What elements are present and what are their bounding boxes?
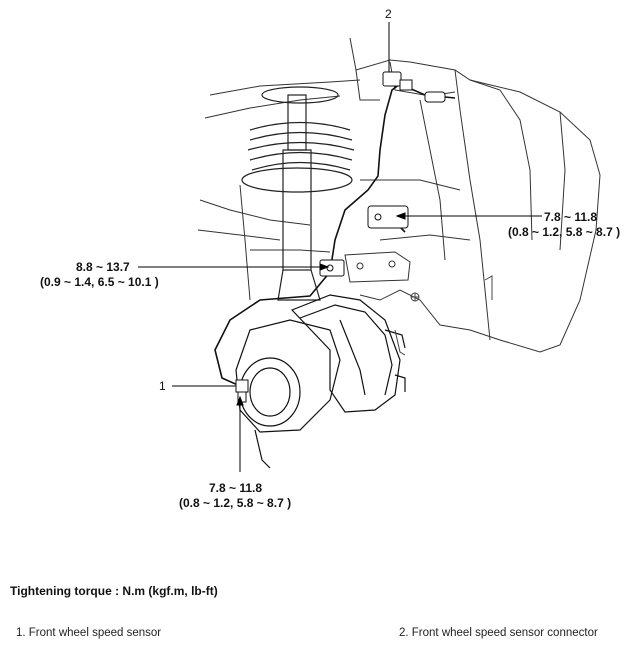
connector-body bbox=[382, 71, 402, 87]
knuckle bbox=[235, 319, 341, 433]
upper-bracket bbox=[367, 205, 409, 229]
torque-middle-value: 8.8 ~ 13.7 bbox=[76, 260, 130, 274]
torque-middle-units: (0.9 ~ 1.4, 6.5 ~ 10.1 ) bbox=[40, 275, 159, 289]
legend-item-1: 1. Front wheel speed sensor bbox=[16, 627, 162, 639]
torque-bottom-value: 7.8 ~ 11.8 bbox=[209, 481, 263, 495]
legend-item-2: 2. Front wheel speed sensor connector bbox=[399, 627, 598, 639]
sensor-head bbox=[235, 379, 249, 393]
spring-coil bbox=[247, 121, 355, 171]
torque-upper-right-units: (0.8 ~ 1.2, 5.8 ~ 8.7 ) bbox=[508, 225, 621, 239]
sensor-wire bbox=[214, 83, 456, 387]
torque-upper-right-value: 7.8 ~ 11.8 bbox=[544, 210, 598, 224]
brake-caliper bbox=[290, 294, 401, 413]
torque-bottom-units: (0.8 ~ 1.2, 5.8 ~ 8.7 ) bbox=[179, 496, 292, 510]
torque-heading: Tightening torque : N.m (kgf.m, lb-ft) bbox=[10, 584, 218, 598]
callout-2: 2 bbox=[385, 7, 392, 21]
body-panel-outline bbox=[349, 37, 601, 353]
callout-1: 1 bbox=[159, 379, 166, 393]
